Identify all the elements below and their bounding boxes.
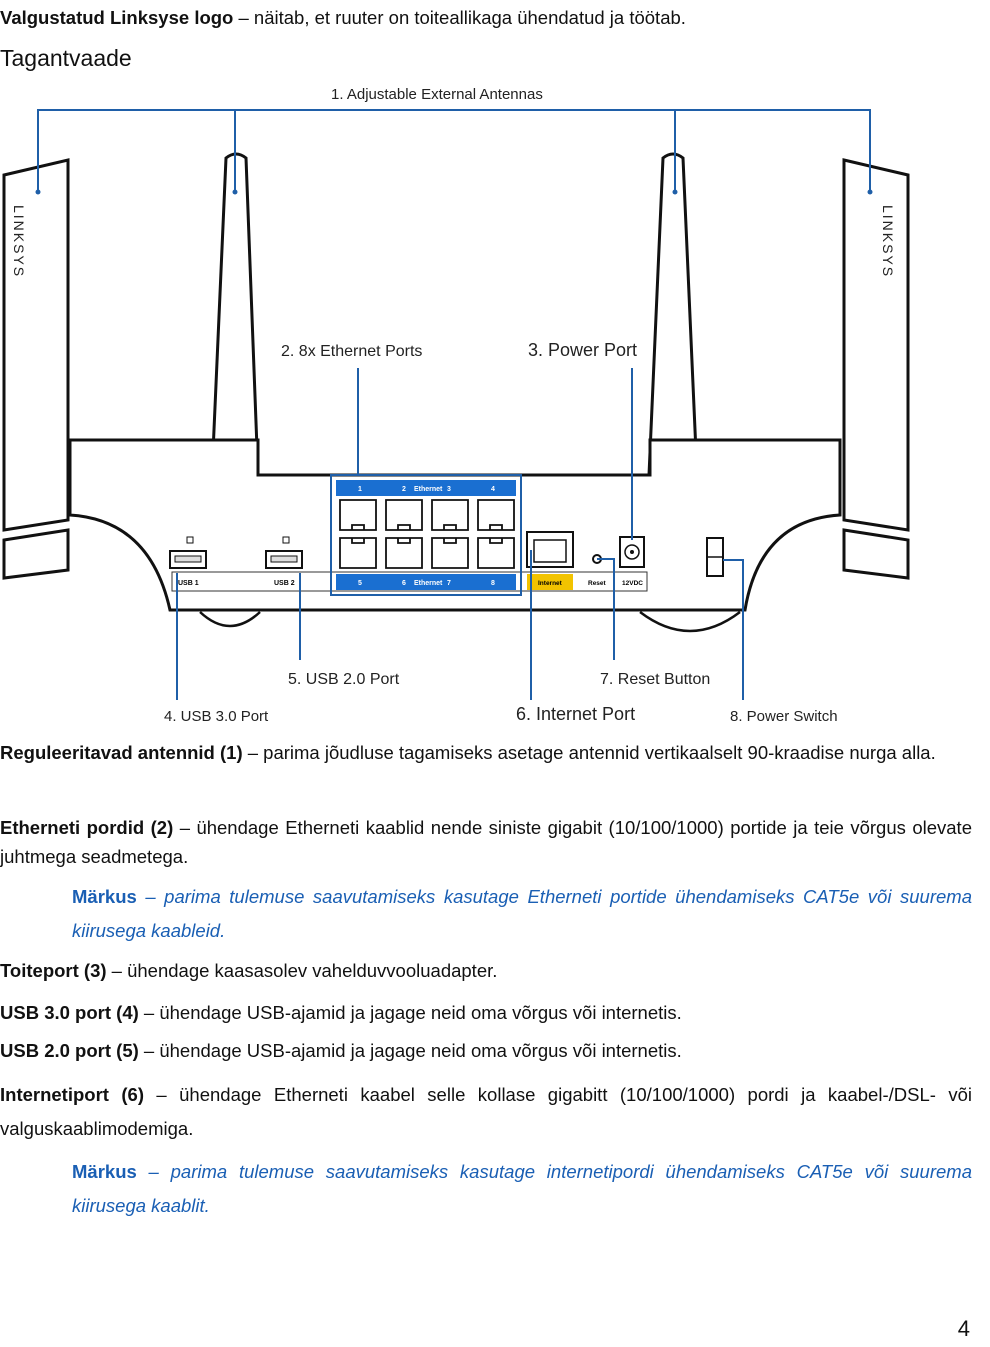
section-heading: Tagantvaade — [0, 45, 132, 71]
usb30-text: – ühendage USB-ajamid ja jagage neid oma… — [138, 1002, 682, 1023]
power-paragraph: Toiteport (3) – ühendage kaasasolev vahe… — [0, 956, 972, 985]
internet-note: Märkus – parima tulemuse saavutamiseks k… — [72, 1155, 972, 1223]
router-rear-view-diagram: LINKSYS LINKSYS USB 1 USB 2 1 2 Ethernet… — [2, 86, 910, 725]
usb-1-port: USB 1 — [169, 536, 207, 587]
power-switch — [706, 537, 724, 577]
left-outer-antenna: LINKSYS — [2, 158, 70, 580]
intro-paragraph: Valgustatud Linksyse logo – näitab, et r… — [0, 3, 972, 32]
internet-term: Internetiport (6) — [0, 1084, 144, 1105]
right-inner-antenna — [647, 152, 699, 477]
usb20-paragraph: USB 2.0 port (5) – ühendage USB-ajamid j… — [0, 1036, 972, 1065]
dc-label: 12VDC — [622, 580, 643, 587]
callout-power-port: 3. Power Port — [528, 340, 637, 360]
callout-ethernet: 2. 8x Ethernet Ports — [281, 343, 422, 360]
internet-text: – ühendage Etherneti kaabel selle kollas… — [0, 1084, 972, 1139]
eth-label-8: 8 — [491, 580, 495, 587]
usb30-paragraph: USB 3.0 port (4) – ühendage USB-ajamid j… — [0, 998, 972, 1027]
eth-label-7: 7 — [447, 580, 451, 587]
eth-label-5: 5 — [358, 580, 362, 587]
ethernet-paragraph: Etherneti pordid (2) – ühendage Ethernet… — [0, 813, 972, 871]
intro-term: Valgustatud Linksyse logo — [0, 7, 234, 28]
callout-antennas: 1. Adjustable External Antennas — [331, 86, 543, 103]
usb2-label: USB 2 — [274, 580, 295, 587]
eth-label-2: 2 — [402, 486, 406, 493]
callout-reset: 7. Reset Button — [600, 671, 710, 688]
callout-usb20: 5. USB 2.0 Port — [288, 671, 400, 688]
ethernet-note-term: Märkus — [72, 886, 137, 907]
antennas-text: – parima jõudluse tagamiseks asetage ant… — [242, 742, 936, 763]
callout-usb30: 4. USB 3.0 Port — [164, 708, 269, 725]
reset-label: Reset — [588, 580, 607, 587]
callout-lines — [37, 109, 871, 700]
usb20-text: – ühendage USB-ajamid ja jagage neid oma… — [138, 1040, 682, 1061]
eth-label-6: 6 — [402, 580, 406, 587]
power-port: 12VDC — [619, 536, 645, 587]
usb1-label: USB 1 — [178, 580, 199, 587]
antennas-term: Reguleeritavad antennid (1) — [0, 742, 243, 763]
usb20-term: USB 2.0 port (5) — [0, 1040, 139, 1061]
ethernet-note-text: – parima tulemuse saavutamiseks kasutage… — [72, 886, 972, 941]
internet-note-text: – parima tulemuse saavutamiseks kasutage… — [72, 1161, 972, 1216]
antennas-paragraph: Reguleeritavad antennid (1) – parima jõu… — [0, 738, 972, 767]
power-text: – ühendage kaasasolev vahelduvvooluadapt… — [106, 960, 498, 981]
eth-label-4: 4 — [491, 486, 495, 493]
callout-internet: 6. Internet Port — [516, 704, 635, 724]
ethernet-text: – ühendage Etherneti kaablid nende sinis… — [0, 817, 972, 867]
right-antenna-brand: LINKSYS — [880, 205, 896, 278]
eth-label-3: 3 — [447, 486, 451, 493]
ethernet-note: Märkus – parima tulemuse saavutamiseks k… — [72, 880, 972, 948]
left-inner-antenna — [210, 152, 260, 477]
internet-label: Internet — [538, 580, 563, 587]
eth-label-bottom: Ethernet — [414, 580, 443, 587]
power-term: Toiteport (3) — [0, 960, 107, 981]
intro-text: – näitab, et ruuter on toiteallikaga ühe… — [233, 7, 686, 28]
usb30-term: USB 3.0 port (4) — [0, 1002, 139, 1023]
ethernet-term: Etherneti pordid (2) — [0, 817, 174, 838]
left-antenna-brand: LINKSYS — [11, 205, 27, 278]
eth-label-1: 1 — [358, 486, 362, 493]
usb-2-port: USB 2 — [265, 536, 303, 587]
internet-paragraph: Internetiport (6) – ühendage Etherneti k… — [0, 1078, 972, 1146]
page-number: 4 — [957, 1316, 970, 1341]
eth-label-top: Ethernet — [414, 486, 443, 493]
ethernet-ports: 1 2 Ethernet 3 4 5 6 Ethernet 7 8 — [330, 474, 522, 596]
callout-power-switch: 8. Power Switch — [730, 708, 838, 725]
internet-note-term: Märkus — [72, 1161, 137, 1182]
right-outer-antenna: LINKSYS — [842, 158, 910, 580]
internet-port: Internet — [526, 531, 574, 590]
